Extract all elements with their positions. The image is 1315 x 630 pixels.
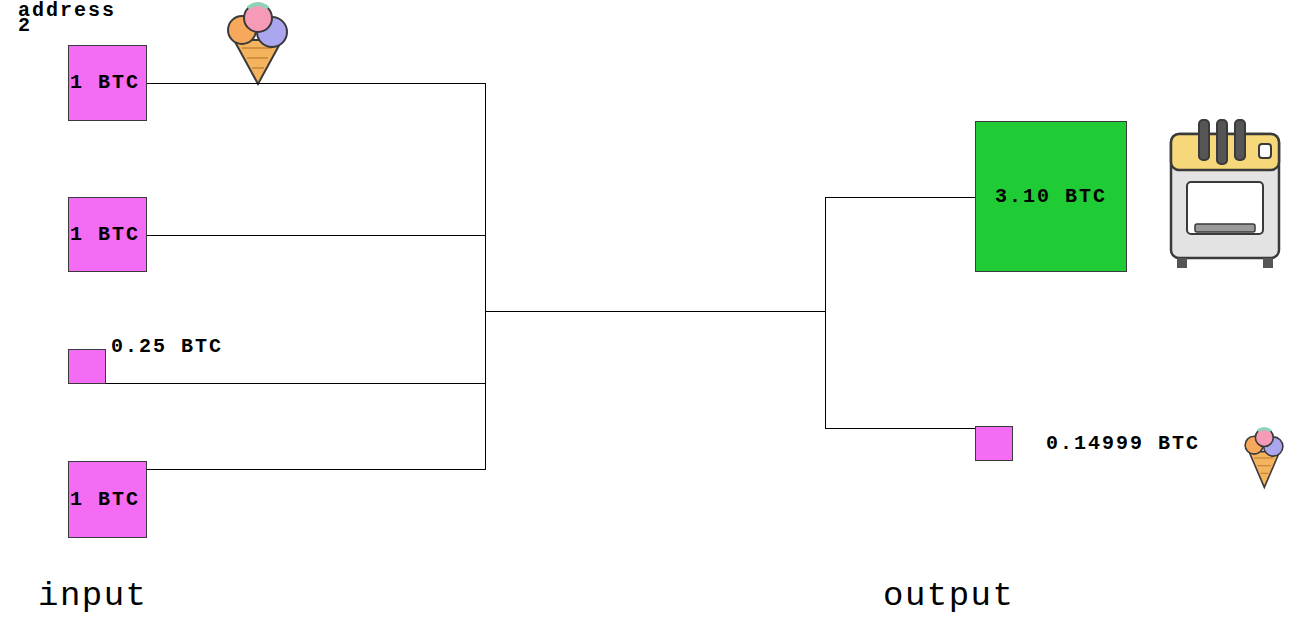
input-box: 1 BTC	[68, 45, 147, 121]
flow-line	[147, 198, 975, 470]
ice-cream-icon	[1245, 429, 1283, 488]
amount-label: 0.25 BTC	[111, 336, 223, 358]
input-box: 1 BTC	[68, 461, 147, 538]
input-box: 0.25 BTC	[68, 349, 106, 384]
flow-line	[147, 198, 975, 312]
amount-label: 1 BTC	[70, 72, 140, 94]
output-box: 3.10 BTC	[975, 121, 1127, 272]
flow-line	[147, 84, 975, 429]
amount-label: 0.14999 BTC	[1046, 433, 1200, 455]
section-label: output	[883, 578, 1014, 615]
amount-label: 1 BTC	[70, 489, 140, 511]
change-output-box: 0.14999 BTC	[975, 426, 1013, 461]
ice-cream-machine-icon	[1171, 120, 1279, 268]
flow-line	[147, 236, 975, 429]
flow-line	[147, 312, 975, 470]
input-box: 1 BTC	[68, 197, 147, 272]
label-text: address 2	[18, 0, 116, 37]
label-text: input	[38, 577, 148, 615]
amount-label: 1 BTC	[70, 224, 140, 246]
label-text: output	[883, 577, 1014, 615]
address-label: address 2	[18, 3, 104, 33]
ice-cream-icon	[228, 4, 287, 84]
amount-label: 3.10 BTC	[995, 186, 1107, 208]
section-label: input	[38, 578, 148, 615]
flow-line	[106, 198, 975, 384]
flow-line	[106, 312, 975, 429]
